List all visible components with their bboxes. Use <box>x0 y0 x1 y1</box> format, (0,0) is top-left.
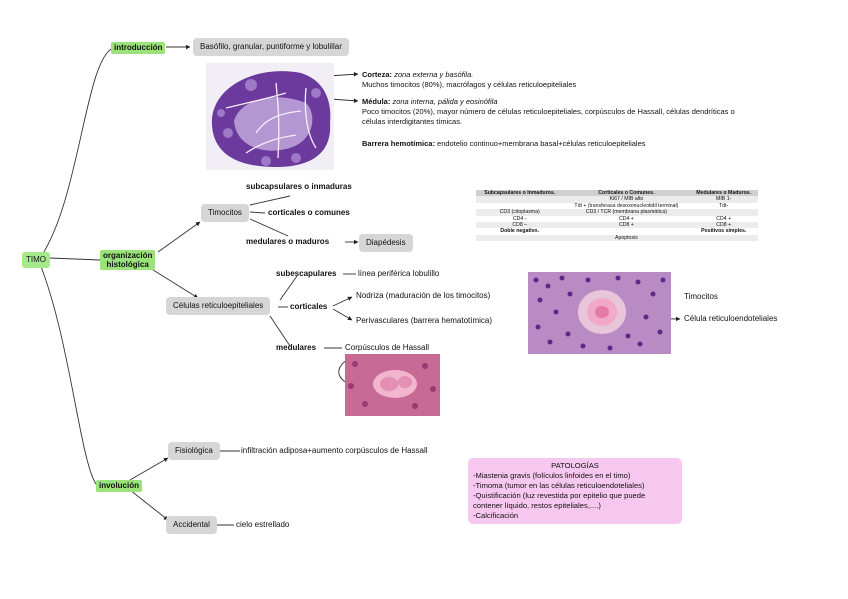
line-root-intro <box>39 47 114 259</box>
table-cell: CD8 + <box>689 222 758 229</box>
medula-italic: zona interna, pálida y eosinófila <box>392 97 498 106</box>
org-node: organización histológica <box>100 250 156 270</box>
line-root-involucion <box>39 263 97 485</box>
table-cell: Ki67 / MIB alto <box>563 196 690 203</box>
medula-text1: Poco timocitos (20%), mayor número de cé… <box>362 107 735 116</box>
fisiologica-desc: infiltración adiposa+aumento corpúsculos… <box>241 446 428 455</box>
markers-table: Subcapsulares o Inmaduros. Corticales o … <box>476 190 758 242</box>
line-timo-sub1 <box>249 195 291 206</box>
arrow-nodriza <box>332 296 353 307</box>
corteza-title: Corteza: <box>362 70 393 79</box>
reticulo-node: Células reticuloepiteliales <box>166 297 271 315</box>
arrow-org-timocitos <box>157 221 201 253</box>
patologias-title: PATOLOGÍAS <box>551 461 599 470</box>
line-ret-subcap <box>279 275 298 301</box>
patologias-line: -Timoma (tumor en las células reticuloen… <box>473 481 645 490</box>
reticulo-subcap-desc: línea periférica lobulillo <box>358 269 440 278</box>
table-cell: Tdt- <box>719 202 729 209</box>
arrow-inv-fisio <box>129 457 169 481</box>
table-cell: Apoptosis <box>563 234 690 242</box>
accidental-node: Accidental <box>166 516 217 534</box>
medula-note: Médula: zona interna, pálida y eosinófil… <box>362 97 735 127</box>
table-header: Medulares o Maduros. <box>689 190 758 197</box>
barrera-title: Barrera hemotímica: <box>362 139 435 148</box>
table-cell: CD3 (citoplasma) <box>476 209 564 216</box>
line-ret-medul <box>269 315 291 347</box>
reticulo-cort: corticales <box>290 302 328 311</box>
corteza-text: Muchos timocitos (80%), macrófagos y cél… <box>362 80 577 89</box>
table-cell: CD8 – <box>476 222 564 229</box>
patologias-line: -Miastenia gravis (folículos linfoides e… <box>473 471 631 480</box>
fisiologica-node: Fisiológica <box>168 442 220 460</box>
intro-node: introducción <box>111 42 166 54</box>
table-cell: CD4 - <box>512 215 527 222</box>
table-cell: Doble negativo. <box>500 228 540 235</box>
table-cell: MIB 1- <box>689 196 758 203</box>
intro-child-node: Basófilo, granular, puntiforme y lobulil… <box>193 38 349 56</box>
arrow-inv-accid <box>129 489 169 521</box>
line-root-org <box>49 257 101 261</box>
img-label-celula: Célula reticuloendoteliales <box>684 314 778 323</box>
reticulo-medul: medulares <box>276 343 317 352</box>
patologias-box: PATOLOGÍAS -Miastenia gravis (folículos … <box>468 458 682 524</box>
table-cell: CD8 + <box>563 222 690 229</box>
barrera-note: Barrera hemotímica: endotelio continuo+m… <box>362 139 646 149</box>
line-timo-sub2 <box>249 211 266 214</box>
table-cell: Positivos simples. <box>701 228 747 235</box>
table-cell: CD4 + <box>618 215 634 222</box>
arrow-perivasc <box>332 308 353 321</box>
corteza-italic: zona externa y basófila. <box>394 70 474 79</box>
table-cell: CD4 + <box>716 215 732 222</box>
reticulo-subcap: subescapulares <box>276 269 337 278</box>
timocitos-sub3: medulares o maduros <box>246 237 330 246</box>
table-cell: CD3 / TCR (membrana plasmática) <box>563 209 690 216</box>
patologias-line: -Quistificación (luz revestida por epite… <box>473 491 646 500</box>
timocitos-sub1: subcapsulares o inmaduras <box>246 182 352 191</box>
diapedesis-node: Diapédesis <box>359 234 413 252</box>
table-header: Subcapsulares o Inmaduros. <box>476 190 564 197</box>
reticulo-cell-image <box>528 272 671 354</box>
line-timo-sub3 <box>249 218 289 237</box>
reticulo-perivasc: Perivasculares (barrera hematotímica) <box>356 316 493 325</box>
barrera-text: endotelio continuo+membrana basal+célula… <box>437 139 646 148</box>
table-cell: Tdt + (transferasa desoxonucleotidil ter… <box>574 202 679 209</box>
medula-text2: células interdigitantes tímicas. <box>362 117 463 126</box>
hassall-image <box>345 354 440 416</box>
corteza-note: Corteza: zona externa y basófila. Muchos… <box>362 70 576 90</box>
medula-title: Médula: <box>362 97 391 106</box>
accidental-desc: cielo estrellado <box>236 520 290 529</box>
img-label-timocitos: Timocitos <box>684 292 718 301</box>
org-label-line1: organización <box>103 251 153 260</box>
patologias-line: contener líquido, restos epiteliales,...… <box>473 501 601 510</box>
timocitos-sub2: corticales o comunes <box>268 208 350 217</box>
reticulo-hassall: Corpúsculos de Hassall <box>345 343 430 352</box>
patologias-line: -Calcificación <box>473 511 519 520</box>
table-header: Corticales o Comunes. <box>563 190 690 197</box>
org-label-line2: histológica <box>106 260 149 269</box>
thymus-lobule-image <box>206 63 334 170</box>
timocitos-node: Timocitos <box>201 204 249 222</box>
reticulo-nodriza: Nodriza (maduración de los timocitos) <box>356 291 491 300</box>
involucion-node: involución <box>96 480 142 492</box>
root-node: TIMO <box>22 252 50 268</box>
arrow-org-reticulo <box>149 267 199 299</box>
